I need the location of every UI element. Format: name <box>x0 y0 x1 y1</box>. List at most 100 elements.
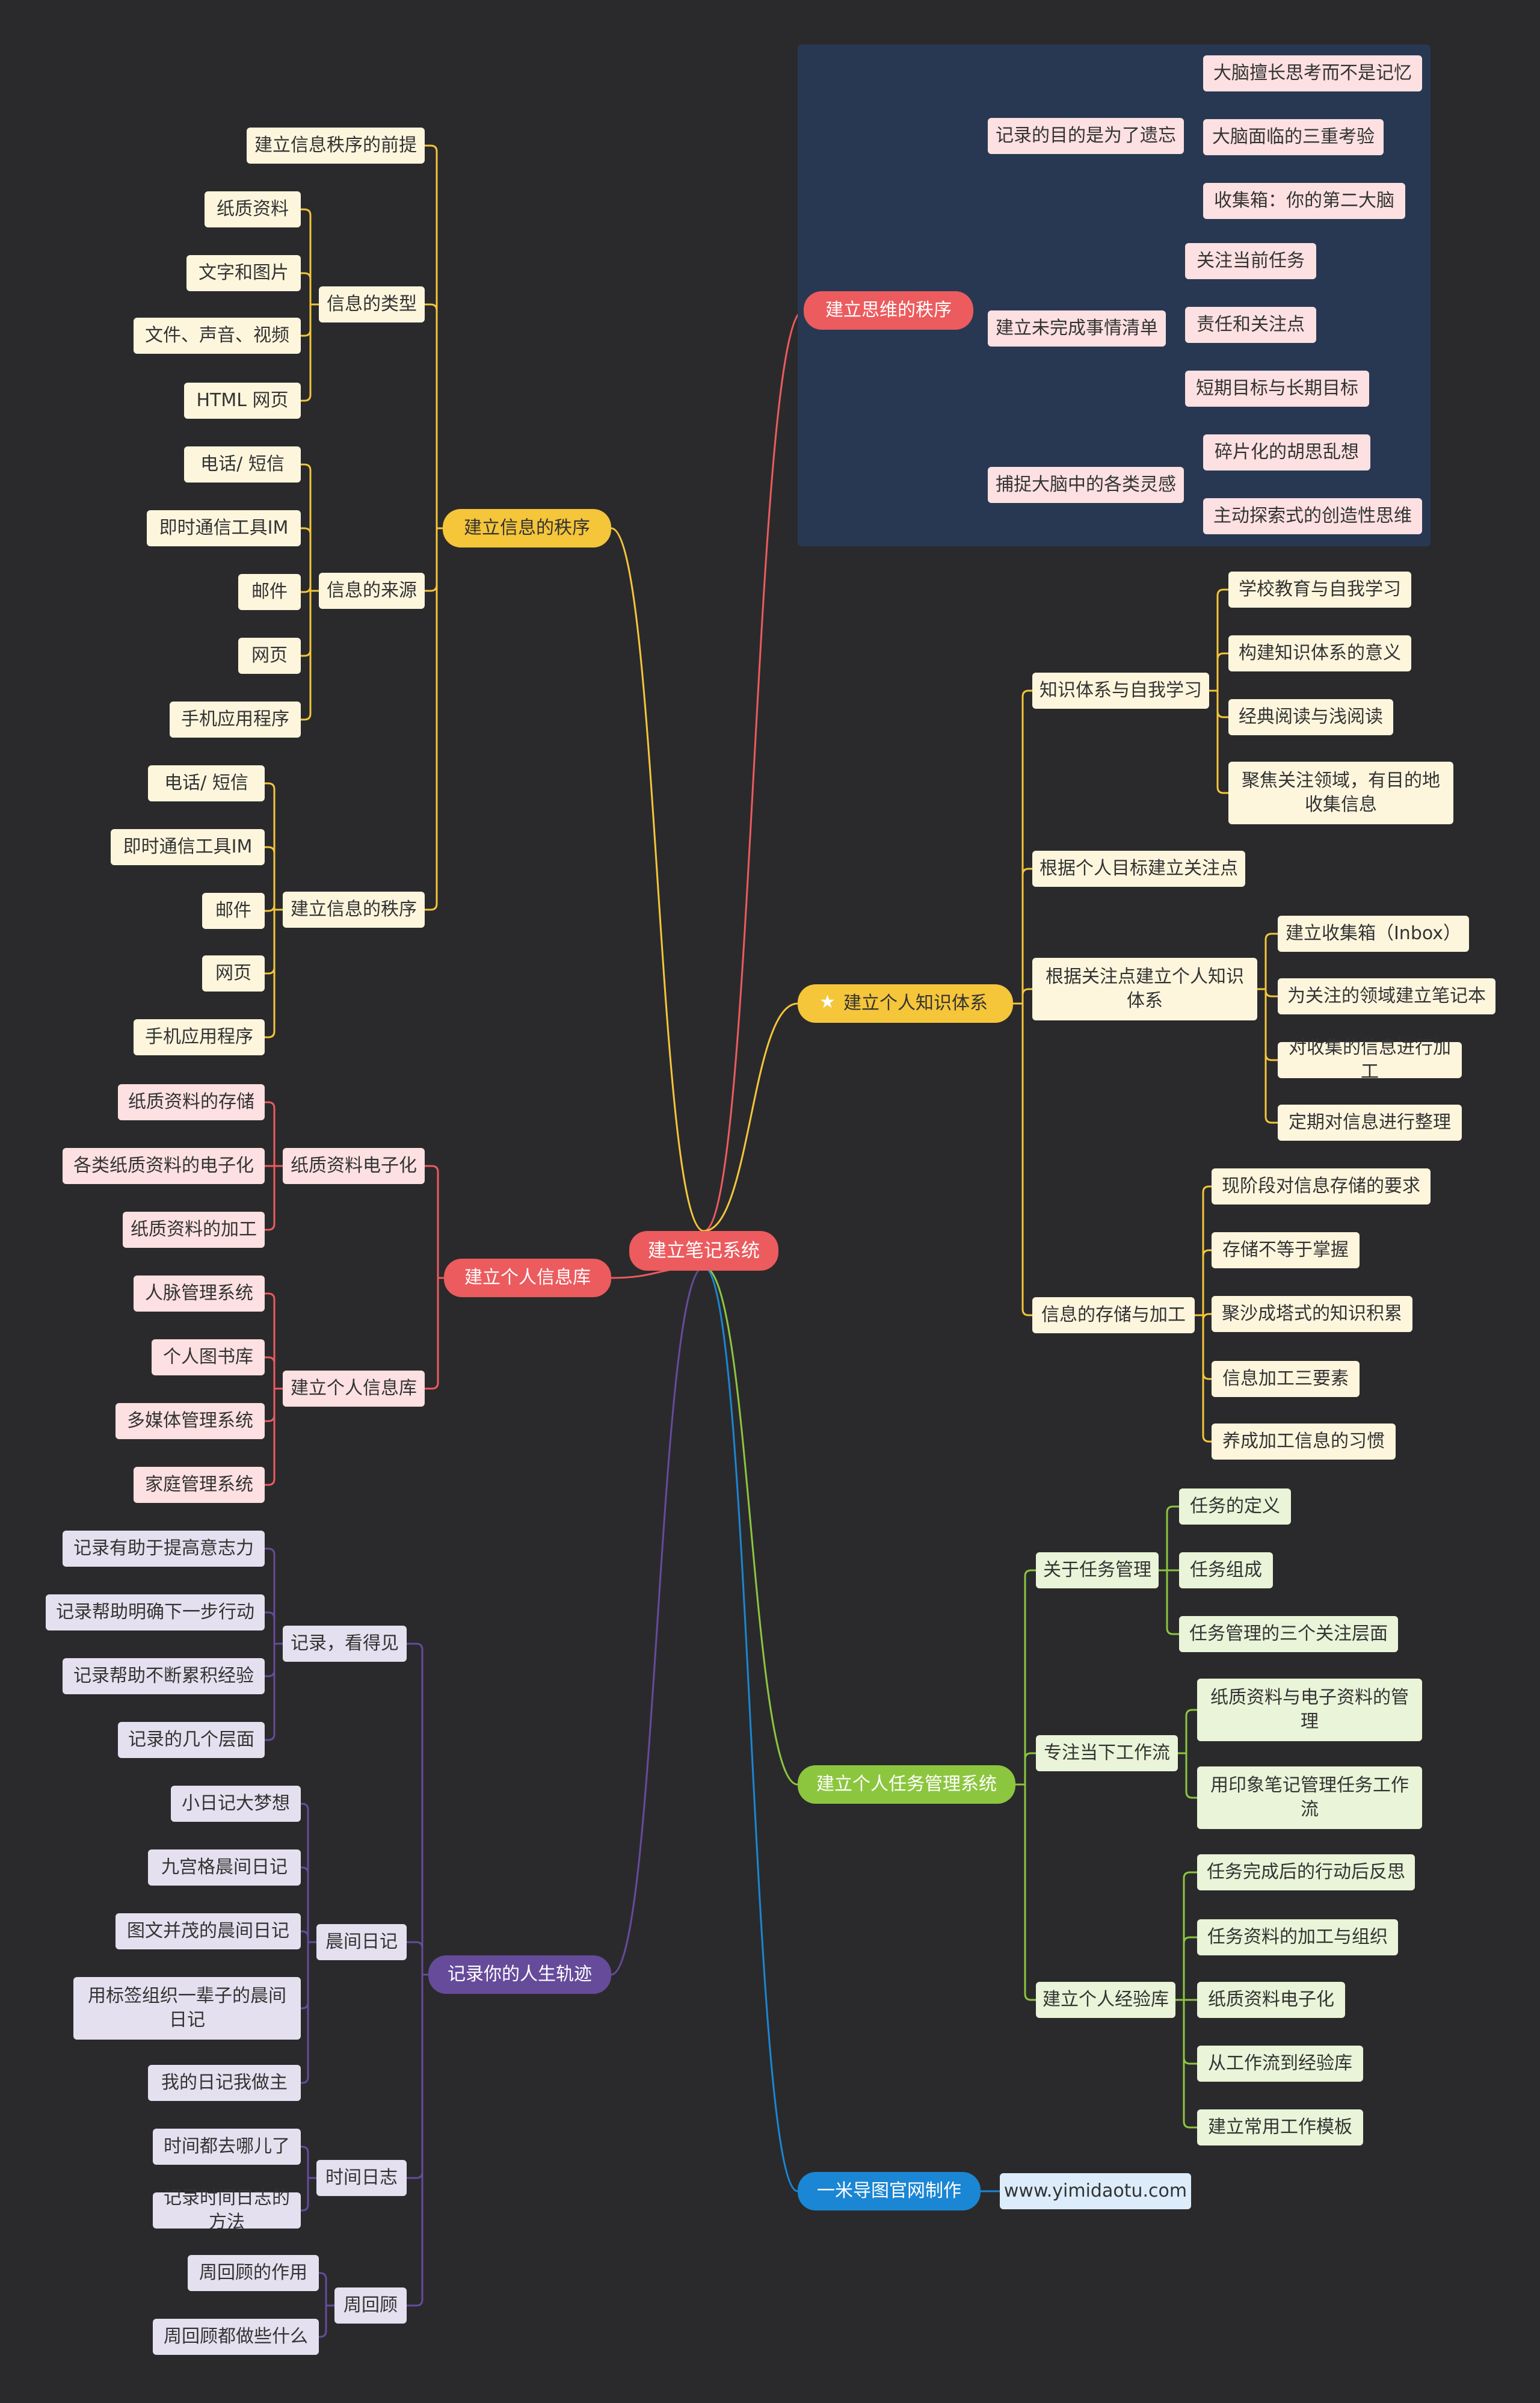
info-item-3-4[interactable]: 手机应用程序 <box>134 1019 265 1055</box>
thinking-item-2-1[interactable]: 主动探索式的创造性思维 <box>1203 498 1422 534</box>
life-item-0-1[interactable]: 记录帮助明确下一步行动 <box>46 1594 265 1630</box>
info-item-1-1[interactable]: 文字和图片 <box>186 255 301 291</box>
life-item-0-2[interactable]: 记录帮助不断累积经验 <box>63 1658 265 1694</box>
task-group-2[interactable]: 建立个人经验库 <box>1036 1982 1175 2018</box>
info-item-3-2[interactable]: 邮件 <box>202 893 265 929</box>
info-item-1-0[interactable]: 纸质资料 <box>205 191 301 227</box>
knowledge-group-0[interactable]: 知识体系与自我学习 <box>1032 673 1209 709</box>
knowledge-item-2-0[interactable]: 建立收集箱（Inbox） <box>1278 916 1469 952</box>
knowledge-item-2-1[interactable]: 为关注的领域建立笔记本 <box>1278 978 1495 1014</box>
info-group-2[interactable]: 信息的来源 <box>319 573 425 609</box>
knowledge-item-0-3[interactable]: 聚焦关注领域，有目的地收集信息 <box>1228 762 1453 824</box>
library-item-1-3[interactable]: 家庭管理系统 <box>134 1467 265 1503</box>
knowledge-item-0-0[interactable]: 学校教育与自我学习 <box>1228 572 1411 608</box>
library-item-1-2[interactable]: 多媒体管理系统 <box>116 1403 265 1439</box>
task-item-0-0[interactable]: 任务的定义 <box>1179 1488 1291 1525</box>
thinking-item-0-0[interactable]: 大脑擅长思考而不是记忆 <box>1203 55 1422 91</box>
branch-knowledge[interactable]: 建立个人知识体系 <box>798 984 1013 1023</box>
life-item-3-1[interactable]: 周回顾都做些什么 <box>153 2319 319 2355</box>
thinking-item-1-0[interactable]: 关注当前任务 <box>1185 243 1316 279</box>
info-item-3-1[interactable]: 即时通信工具IM <box>111 829 265 865</box>
knowledge-item-3-3[interactable]: 信息加工三要素 <box>1212 1361 1360 1397</box>
branch-library[interactable]: 建立个人信息库 <box>444 1259 611 1297</box>
info-item-1-2[interactable]: 文件、声音、视频 <box>134 318 301 354</box>
life-group-1[interactable]: 晨间日记 <box>316 1924 407 1960</box>
branch-thinking[interactable]: 建立思维的秩序 <box>804 291 973 330</box>
library-item-1-0[interactable]: 人脉管理系统 <box>134 1276 265 1312</box>
branch-info[interactable]: 建立信息的秩序 <box>443 509 611 548</box>
thinking-group-0[interactable]: 记录的目的是为了遗忘 <box>988 118 1184 154</box>
knowledge-group-2[interactable]: 根据关注点建立个人知识体系 <box>1032 958 1257 1020</box>
knowledge-group-3[interactable]: 信息的存储与加工 <box>1032 1297 1195 1333</box>
bracket-connector <box>407 1643 428 2307</box>
task-group-1[interactable]: 专注当下工作流 <box>1036 1735 1178 1771</box>
library-item-0-2[interactable]: 纸质资料的加工 <box>123 1212 265 1248</box>
library-item-0-1[interactable]: 各类纸质资料的电子化 <box>63 1148 265 1184</box>
connector-root-site <box>703 1266 798 2192</box>
knowledge-item-3-1[interactable]: 存储不等于掌握 <box>1212 1232 1360 1268</box>
life-item-1-2[interactable]: 图文并茂的晨间日记 <box>116 1913 301 1949</box>
task-item-2-2[interactable]: 纸质资料电子化 <box>1197 1982 1345 2018</box>
task-group-0[interactable]: 关于任务管理 <box>1036 1552 1159 1588</box>
life-group-3[interactable]: 周回顾 <box>334 2287 407 2324</box>
thinking-item-1-1[interactable]: 责任和关注点 <box>1185 307 1316 343</box>
task-item-0-1[interactable]: 任务组成 <box>1179 1552 1273 1588</box>
branch-site[interactable]: 一米导图官网制作 <box>798 2172 981 2210</box>
thinking-item-0-2[interactable]: 收集箱：你的第二大脑 <box>1203 183 1405 219</box>
knowledge-item-2-2[interactable]: 对收集的信息进行加工 <box>1278 1037 1462 1082</box>
task-item-1-0[interactable]: 纸质资料与电子资料的管理 <box>1197 1679 1422 1741</box>
life-group-2[interactable]: 时间日志 <box>316 2160 407 2196</box>
library-group-1[interactable]: 建立个人信息库 <box>283 1371 425 1407</box>
task-item-1-1[interactable]: 用印象笔记管理任务工作流 <box>1197 1766 1422 1829</box>
info-item-2-0[interactable]: 电话/ 短信 <box>184 446 301 483</box>
root-node[interactable]: 建立笔记系统 <box>629 1231 778 1271</box>
knowledge-item-3-2[interactable]: 聚沙成塔式的知识积累 <box>1212 1296 1412 1332</box>
info-item-2-1[interactable]: 即时通信工具IM <box>147 510 301 546</box>
info-group-1[interactable]: 信息的类型 <box>319 286 425 322</box>
info-item-1-3[interactable]: HTML 网页 <box>184 383 301 419</box>
knowledge-item-3-4[interactable]: 养成加工信息的习惯 <box>1212 1424 1396 1460</box>
info-item-3-3[interactable]: 网页 <box>202 955 265 992</box>
life-item-0-3[interactable]: 记录的几个层面 <box>118 1722 265 1758</box>
task-item-2-1[interactable]: 任务资料的加工与组织 <box>1197 1919 1398 1955</box>
life-item-0-0[interactable]: 记录有助于提高意志力 <box>63 1531 265 1567</box>
task-item-2-3[interactable]: 从工作流到经验库 <box>1197 2046 1363 2082</box>
life-item-3-0[interactable]: 周回顾的作用 <box>188 2255 319 2291</box>
thinking-item-1-2[interactable]: 短期目标与长期目标 <box>1185 371 1369 407</box>
life-group-0[interactable]: 记录，看得见 <box>283 1626 407 1662</box>
life-item-2-1[interactable]: 记录时间日志的方法 <box>153 2188 301 2233</box>
info-group-0[interactable]: 建立信息秩序的前提 <box>247 128 425 164</box>
branch-task[interactable]: 建立个人任务管理系统 <box>798 1765 1015 1804</box>
thinking-group-1[interactable]: 建立未完成事情清单 <box>988 310 1166 347</box>
life-item-2-0[interactable]: 时间都去哪儿了 <box>153 2129 301 2165</box>
bracket-connector <box>1175 1871 1197 2129</box>
info-item-2-2[interactable]: 邮件 <box>238 574 301 610</box>
life-item-1-0[interactable]: 小日记大梦想 <box>171 1786 301 1822</box>
thinking-group-2[interactable]: 捕捉大脑中的各类灵感 <box>988 467 1184 503</box>
knowledge-item-0-2[interactable]: 经典阅读与浅阅读 <box>1228 699 1393 735</box>
library-item-1-1[interactable]: 个人图书库 <box>152 1339 265 1375</box>
knowledge-item-3-0[interactable]: 现阶段对信息存储的要求 <box>1212 1168 1431 1205</box>
info-item-2-4[interactable]: 手机应用程序 <box>170 702 301 738</box>
star-icon: ★ <box>819 992 836 1013</box>
task-item-0-2[interactable]: 任务管理的三个关注层面 <box>1179 1616 1398 1652</box>
knowledge-item-0-1[interactable]: 构建知识体系的意义 <box>1228 635 1411 671</box>
thinking-item-0-1[interactable]: 大脑面临的三重考验 <box>1203 119 1384 155</box>
life-item-1-4[interactable]: 我的日记我做主 <box>148 2065 301 2101</box>
branch-life[interactable]: 记录你的人生轨迹 <box>428 1955 611 1994</box>
life-item-1-1[interactable]: 九宫格晨间日记 <box>148 1849 301 1886</box>
knowledge-group-1[interactable]: 根据个人目标建立关注点 <box>1032 851 1245 887</box>
info-item-3-0[interactable]: 电话/ 短信 <box>148 765 265 801</box>
life-item-1-3[interactable]: 用标签组织一辈子的晨间日记 <box>73 1977 301 2040</box>
info-item-2-3[interactable]: 网页 <box>238 638 301 674</box>
task-item-2-0[interactable]: 任务完成后的行动后反思 <box>1197 1854 1415 1890</box>
site-url-link[interactable]: www.yimidaotu.com <box>1000 2173 1191 2209</box>
bracket-connector <box>1178 1709 1197 1799</box>
task-item-2-4[interactable]: 建立常用工作模板 <box>1197 2109 1363 2145</box>
info-group-3[interactable]: 建立信息的秩序 <box>283 892 425 928</box>
library-item-0-0[interactable]: 纸质资料的存储 <box>118 1084 265 1120</box>
thinking-item-2-0[interactable]: 碎片化的胡思乱想 <box>1203 434 1370 470</box>
library-group-0[interactable]: 纸质资料电子化 <box>283 1148 425 1184</box>
knowledge-item-2-3[interactable]: 定期对信息进行整理 <box>1278 1105 1462 1141</box>
